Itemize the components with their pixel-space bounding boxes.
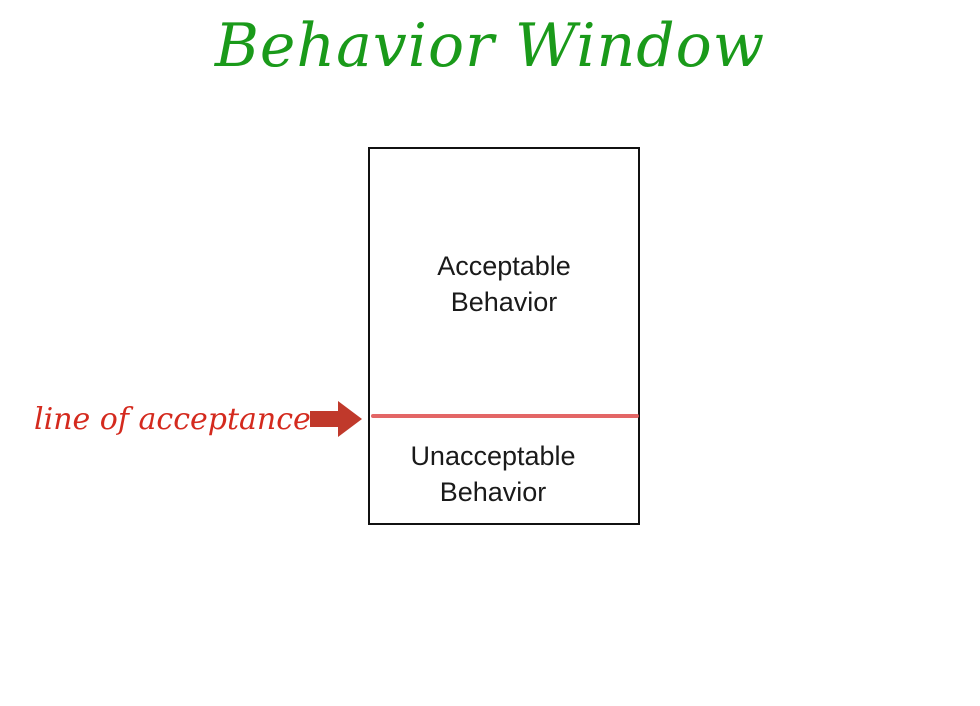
right-arrow-icon [310, 401, 362, 437]
slide-title: Behavior Window [214, 11, 766, 81]
behavior-window-frame [368, 147, 640, 525]
line-of-acceptance-annotation: line of acceptance [34, 402, 311, 437]
unacceptable-behavior-label: Unacceptable Behavior [410, 441, 576, 507]
right-arrow-shape [310, 401, 362, 437]
line-of-acceptance [371, 414, 639, 418]
acceptable-behavior-label: Acceptable Behavior [437, 251, 571, 317]
